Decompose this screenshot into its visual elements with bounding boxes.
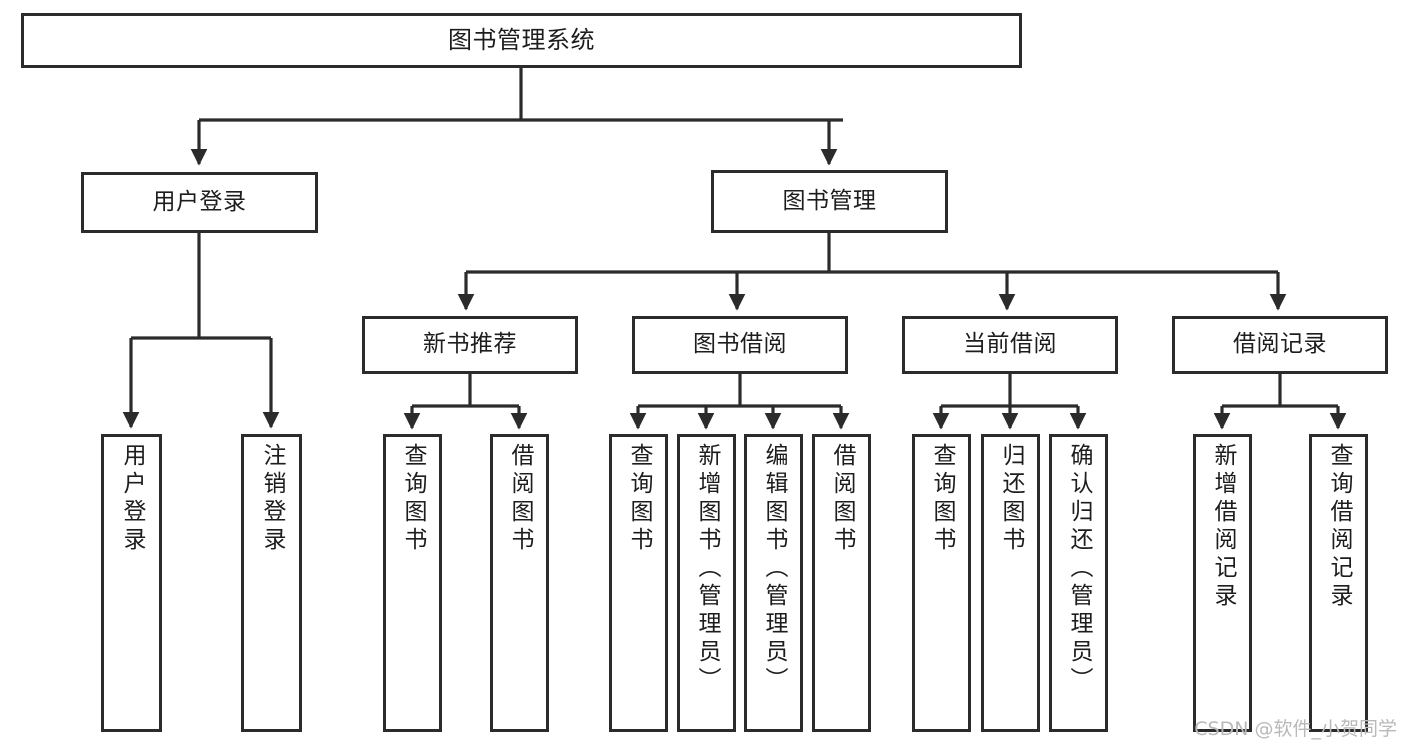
leaf-query-book-2[interactable]: 查询图书: [609, 434, 668, 732]
node-root[interactable]: 图书管理系统: [21, 13, 1022, 68]
node-user-login[interactable]: 用户登录: [81, 172, 318, 233]
leaf-confirm-return[interactable]: 确认归还（管理员）: [1049, 434, 1108, 732]
leaf-user-login-label: 用户登录: [119, 443, 145, 555]
leaf-logout-login[interactable]: 注销登录: [241, 434, 302, 732]
leaf-logout-login-label: 注销登录: [259, 443, 285, 555]
node-book-manage-label: 图书管理: [782, 187, 877, 214]
node-current-borrow[interactable]: 当前借阅: [902, 316, 1118, 374]
leaf-query-book-3[interactable]: 查询图书: [912, 434, 971, 732]
leaf-query-book-2-label: 查询图书: [626, 443, 652, 555]
leaf-edit-book-label: 编辑图书（管理员）: [761, 443, 787, 695]
node-new-book-recommend[interactable]: 新书推荐: [362, 316, 578, 374]
node-borrow-record[interactable]: 借阅记录: [1172, 316, 1388, 374]
leaf-user-login[interactable]: 用户登录: [101, 434, 162, 732]
node-borrow-record-label: 借阅记录: [1233, 331, 1327, 358]
node-book-manage[interactable]: 图书管理: [711, 170, 948, 233]
leaf-confirm-return-label: 确认归还（管理员）: [1066, 443, 1092, 695]
leaf-borrow-book-2[interactable]: 借阅图书: [812, 434, 871, 732]
leaf-add-record[interactable]: 新增借阅记录: [1193, 434, 1252, 732]
leaf-borrow-book-2-label: 借阅图书: [829, 443, 855, 555]
csdn-watermark: CSDN @软件_小贺同学: [1194, 718, 1397, 740]
leaf-add-record-label: 新增借阅记录: [1210, 443, 1236, 611]
leaf-query-book-3-label: 查询图书: [929, 443, 955, 555]
leaf-add-book[interactable]: 新增图书（管理员）: [677, 434, 736, 732]
leaf-borrow-book-1-label: 借阅图书: [507, 443, 533, 555]
node-root-label: 图书管理系统: [448, 26, 595, 55]
leaf-edit-book[interactable]: 编辑图书（管理员）: [744, 434, 803, 732]
leaf-query-record[interactable]: 查询借阅记录: [1309, 434, 1368, 732]
leaf-return-book[interactable]: 归还图书: [981, 434, 1040, 732]
node-book-borrow-label: 图书借阅: [693, 331, 787, 358]
leaf-borrow-book-1[interactable]: 借阅图书: [490, 434, 549, 732]
leaf-add-book-label: 新增图书（管理员）: [694, 443, 720, 695]
leaf-query-book-1-label: 查询图书: [400, 443, 426, 555]
leaf-return-book-label: 归还图书: [998, 443, 1024, 555]
node-new-book-recommend-label: 新书推荐: [423, 331, 517, 358]
node-current-borrow-label: 当前借阅: [963, 331, 1057, 358]
node-user-login-label: 用户登录: [152, 188, 247, 215]
leaf-query-book-1[interactable]: 查询图书: [383, 434, 442, 732]
node-book-borrow[interactable]: 图书借阅: [632, 316, 848, 374]
leaf-query-record-label: 查询借阅记录: [1326, 443, 1352, 611]
